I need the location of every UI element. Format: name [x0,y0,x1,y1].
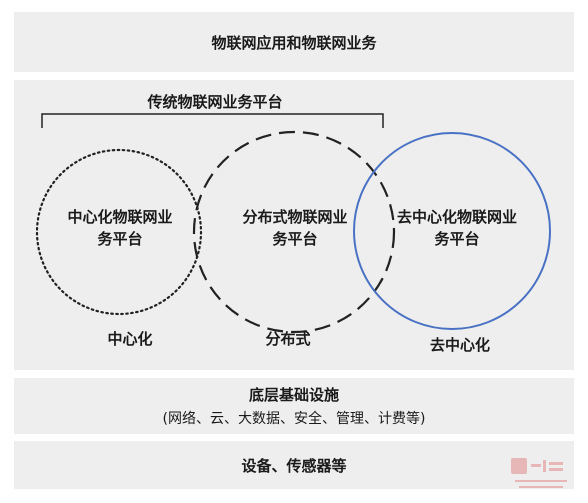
watermark-logo [511,458,567,488]
infrastructure-band: 底层基础设施 (网络、云、大数据、安全、管理、计费等) [14,378,574,434]
decentralized-platform-label-line1: 去中心化物联网业 [396,208,517,226]
centralized-platform-label-line2: 务平台 [97,230,143,248]
centralized-platform-label: 中心化物联网业 务平台 [40,206,200,250]
distributed-caption: 分布式 [265,330,311,348]
distributed-platform-label-line1: 分布式物联网业 [242,208,348,226]
traditional-platform-bracket [41,113,384,128]
distributed-platform-label-line2: 务平台 [272,230,318,248]
decentralized-caption: 去中心化 [429,336,490,354]
infrastructure-subtitle: (网络、云、大数据、安全、管理、计费等) [162,411,426,427]
centralized-caption: 中心化 [107,330,153,348]
centralized-circle [35,148,203,316]
top-band-title: 物联网应用和物联网业务 [211,33,377,52]
decentralized-platform-label-line2: 务平台 [434,230,480,248]
bottom-band: 设备、传感器等 [14,441,574,489]
bottom-band-title: 设备、传感器等 [241,456,347,475]
traditional-platform-label: 传统物联网业务平台 [147,93,283,111]
decentralized-circle [353,132,551,330]
decentralized-platform-label: 去中心化物联网业 务平台 [377,206,537,250]
distributed-circle [192,130,396,334]
top-band: 物联网应用和物联网业务 [14,12,574,72]
distributed-platform-label: 分布式物联网业 务平台 [220,206,370,250]
centralized-platform-label-line1: 中心化物联网业 [67,208,173,226]
platform-band [14,80,574,370]
infrastructure-title: 底层基础设施 [248,386,339,404]
